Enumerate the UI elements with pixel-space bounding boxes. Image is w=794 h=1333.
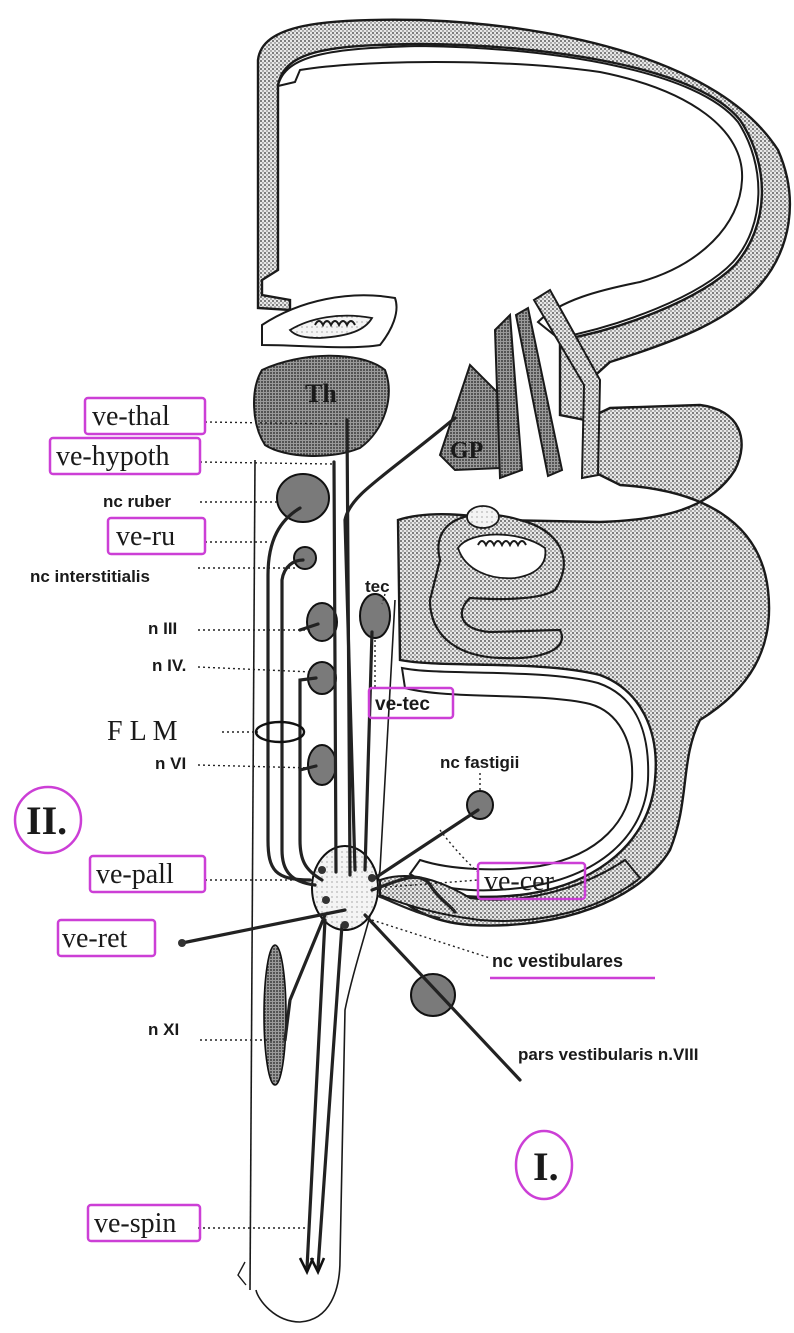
temporal-lobe (430, 506, 564, 658)
label-ve-ru: ve-ru (116, 521, 175, 552)
vn-dot-2 (322, 896, 330, 904)
putamen-strip (495, 315, 522, 478)
flm-bundle-ring (256, 722, 304, 742)
lead-ve-hypoth (200, 462, 332, 464)
label-nc-ruber: nc ruber (103, 492, 171, 511)
label-n-IV: n IV. (152, 656, 186, 675)
label-nc-vestibulares: nc vestibulares (492, 951, 623, 971)
brainstem-left-edge (250, 460, 255, 1290)
vn-dot-3 (368, 874, 376, 882)
label-nc-fastigii: nc fastigii (440, 753, 519, 772)
label-ve-ret: ve-ret (62, 923, 128, 954)
hippocampal-nodule (467, 506, 499, 528)
marker-II: II. (26, 798, 67, 843)
thalamus: Th (254, 356, 389, 456)
cortex-outline (258, 20, 790, 926)
label-n-XI: n XI (148, 1020, 179, 1039)
vn-dot-4 (341, 921, 349, 929)
label-ve-pall: ve-pall (96, 859, 174, 890)
label-ve-hypoth: ve-hypoth (56, 441, 170, 472)
n-VI-nucleus (308, 745, 336, 785)
ve-ret-end (178, 939, 186, 947)
vn-dot-1 (318, 866, 326, 874)
brainstem-edge-tick (238, 1262, 246, 1285)
thalamus-label: Th (305, 379, 337, 408)
label-n-III: n III (148, 619, 177, 638)
nc-ruber-nucleus (277, 474, 329, 522)
tectum-nucleus (360, 594, 390, 638)
gp-label: GP (450, 438, 483, 464)
label-nc-interstitialis: nc interstitialis (30, 567, 150, 586)
nc-interstitialis-nucleus (294, 547, 316, 569)
label-ve-spin: ve-spin (94, 1208, 176, 1239)
marker-I: I. (533, 1144, 559, 1189)
fiber-n-VIII (365, 915, 520, 1080)
label-pars-vestibularis: pars vestibularis n.VIII (518, 1045, 698, 1064)
lead-n-IV (198, 667, 312, 672)
label-n-VI: n VI (155, 754, 186, 773)
lead-n-VI (198, 765, 312, 768)
label-flm: F L M (107, 716, 178, 747)
label-ve-tec: ve-tec (375, 694, 430, 715)
label-ve-thal: ve-thal (92, 401, 170, 432)
vestibular-ganglion (411, 974, 455, 1016)
fiber-ve-tec (365, 632, 372, 870)
label-tec: tec (365, 577, 390, 596)
label-ve-cer: ve-cer (484, 866, 555, 897)
fiber-ve-hypoth (334, 462, 336, 872)
white-matter-lower (402, 668, 648, 890)
n-XI-column (264, 945, 286, 1085)
cortex-shell (258, 20, 790, 926)
n-III-nucleus (307, 603, 337, 641)
white-matter (278, 46, 758, 338)
